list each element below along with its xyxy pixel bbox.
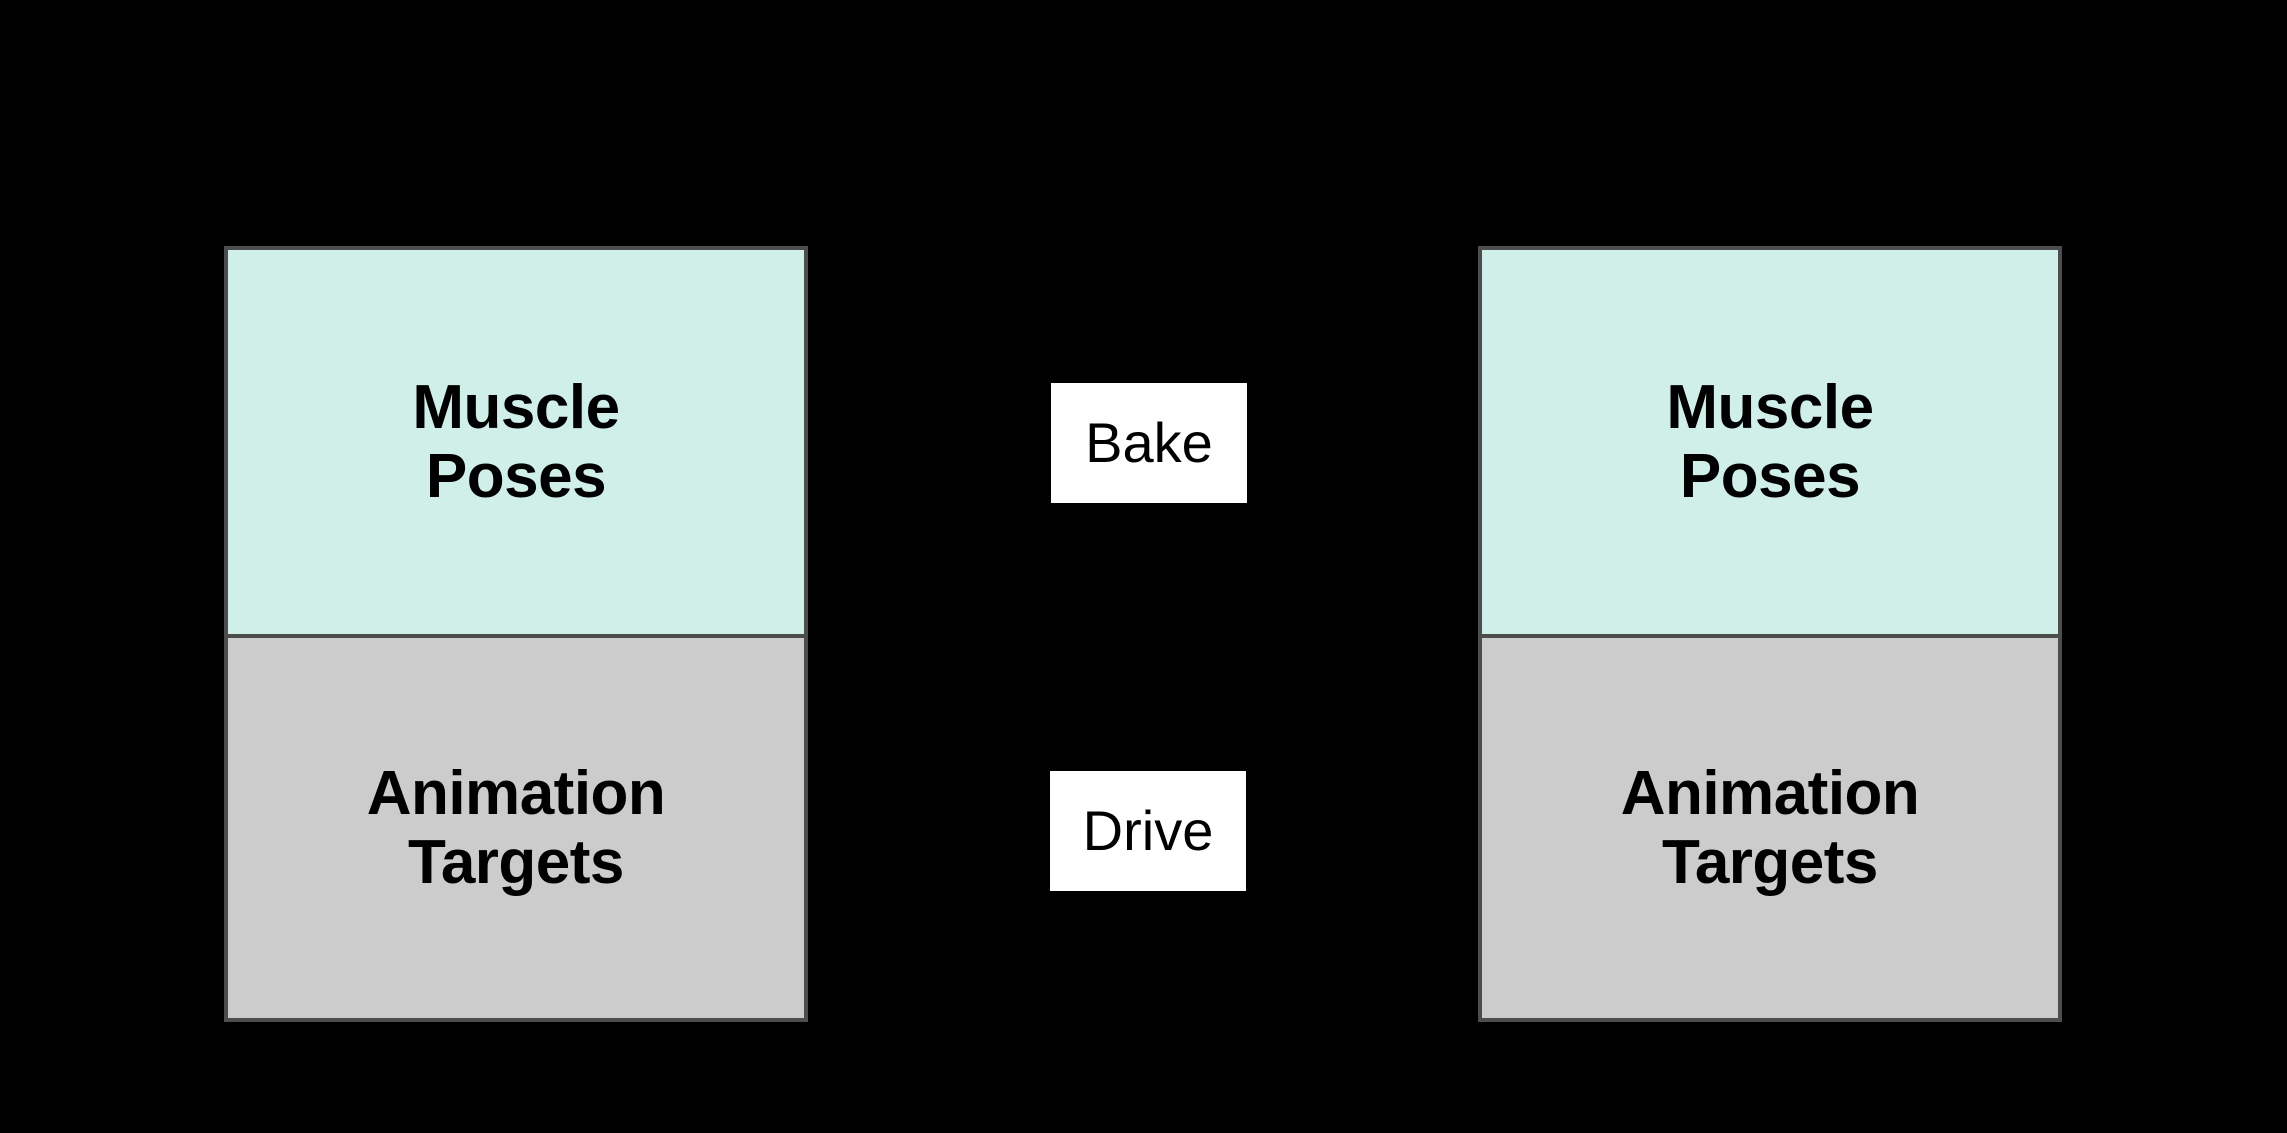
node-left-animation-targets-label: Animation Targets [366,758,666,897]
edge-label-bake: Bake [1051,383,1247,503]
node-right-muscle-poses-label: Muscle Poses [1666,372,1874,511]
node-left[interactable]: Muscle Poses Animation Targets [224,246,808,1022]
edge-label-drive: Drive [1050,771,1246,891]
node-right[interactable]: Muscle Poses Animation Targets [1478,246,2062,1022]
node-right-cell-animation-targets[interactable]: Animation Targets [1482,634,2058,1018]
node-left-muscle-poses-label: Muscle Poses [412,372,620,511]
node-left-cell-muscle-poses[interactable]: Muscle Poses [228,250,804,634]
node-right-animation-targets-label: Animation Targets [1620,758,1920,897]
node-right-cell-muscle-poses[interactable]: Muscle Poses [1482,250,2058,634]
node-left-cell-animation-targets[interactable]: Animation Targets [228,634,804,1018]
